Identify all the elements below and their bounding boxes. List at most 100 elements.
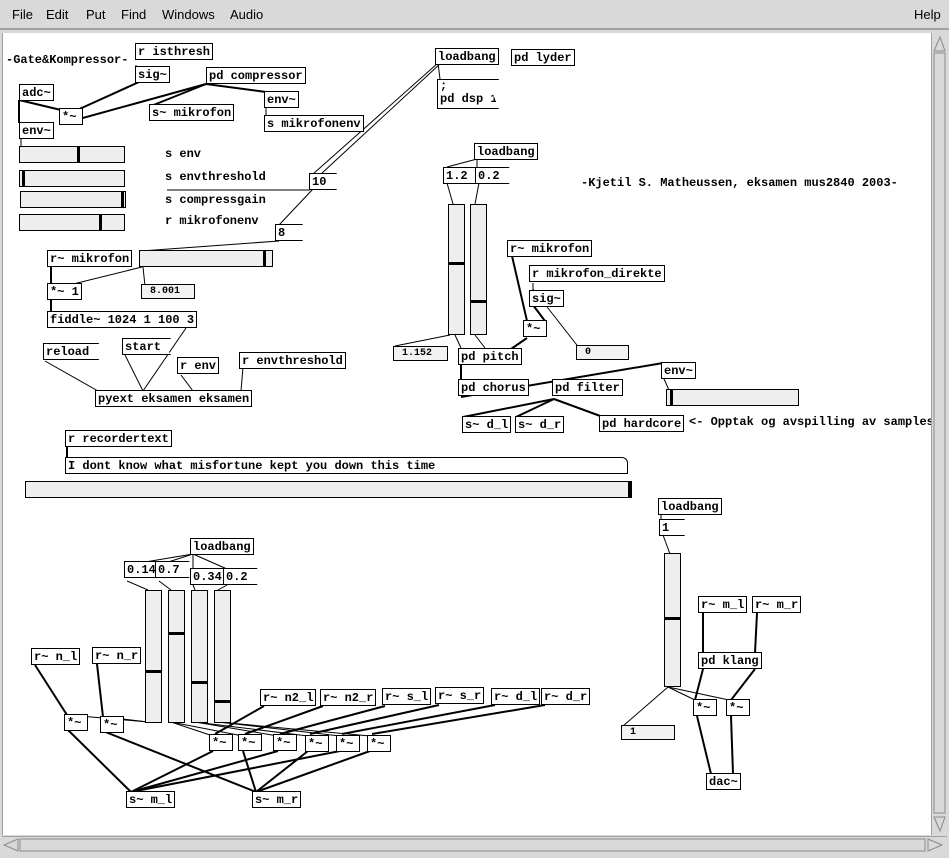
object-sig[interactable]: sig~ <box>135 66 170 83</box>
slider-knob[interactable] <box>669 390 673 405</box>
message-1-2[interactable]: 1.2 <box>443 167 478 184</box>
object-r-n-l[interactable]: r~ n_l <box>31 648 81 665</box>
vslider-mix-2[interactable] <box>168 590 185 723</box>
slider-knob[interactable] <box>76 147 80 162</box>
message-dsp-on[interactable]: ;pd dsp 1 <box>437 79 499 109</box>
message-0-34[interactable]: 0.34 <box>190 568 232 585</box>
object-r-isthresh[interactable]: r isthresh <box>135 43 214 60</box>
object-s-mikrofonenv[interactable]: s mikrofonenv <box>264 115 364 132</box>
object-s-m-l[interactable]: s~ m_l <box>126 791 176 808</box>
object-multiply[interactable]: *~ <box>100 716 124 733</box>
vslider-mix-4[interactable] <box>214 590 231 723</box>
object-r-m-r[interactable]: r~ m_r <box>752 596 802 613</box>
menu-file[interactable]: File <box>12 7 33 22</box>
menu-audio[interactable]: Audio <box>230 7 264 22</box>
object-loadbang[interactable]: loadbang <box>474 143 538 160</box>
object-r-env[interactable]: r env <box>177 357 220 374</box>
object-multiply[interactable]: *~ <box>367 735 391 752</box>
object-multiply[interactable]: *~ <box>336 735 360 752</box>
slider-knob[interactable] <box>628 482 631 497</box>
slider-knob[interactable] <box>120 192 124 207</box>
object-loadbang[interactable]: loadbang <box>190 538 254 555</box>
object-multiply[interactable]: *~ <box>305 735 329 752</box>
message-0-7[interactable]: 0.7 <box>155 561 190 578</box>
message-1[interactable]: 1 <box>659 519 685 536</box>
object-multiply[interactable]: *~ <box>59 108 83 125</box>
hslider-compressgain[interactable] <box>20 191 126 208</box>
message-0-2[interactable]: 0.2 <box>475 167 510 184</box>
object-multiply[interactable]: *~ <box>238 734 262 751</box>
slider-knob[interactable] <box>98 215 102 230</box>
number-box-1[interactable]: 1 <box>621 725 675 740</box>
hslider-envthreshold[interactable] <box>19 170 125 187</box>
vslider-pitch-1[interactable] <box>448 204 465 335</box>
object-s-d-r[interactable]: s~ d_r <box>515 416 565 433</box>
object-r-mikrofon-direkte[interactable]: r mikrofon_direkte <box>529 265 665 282</box>
object-multiply[interactable]: *~ <box>523 320 547 337</box>
vslider-master[interactable] <box>664 553 681 687</box>
object-loadbang[interactable]: loadbang <box>435 48 499 65</box>
message-start[interactable]: start <box>122 338 171 355</box>
menu-find[interactable]: Find <box>121 7 147 22</box>
object-pd-compressor[interactable]: pd compressor <box>206 67 306 84</box>
object-r-n-r[interactable]: r~ n_r <box>92 647 142 664</box>
object-pd-klang[interactable]: pd klang <box>698 652 762 669</box>
object-pd-hardcore[interactable]: pd hardcore <box>599 415 685 432</box>
object-r-mikrofon[interactable]: r~ mikrofon <box>47 250 133 267</box>
menu-windows[interactable]: Windows <box>162 7 215 22</box>
object-pd-lyder[interactable]: pd lyder <box>511 49 575 66</box>
number-box-8-001[interactable]: 8.001 <box>141 284 195 299</box>
vslider-pitch-2[interactable] <box>470 204 487 335</box>
menu-help[interactable]: Help <box>914 7 941 22</box>
message-recorder-text[interactable]: I dont know what misfortune kept you dow… <box>65 457 628 474</box>
object-r-s-r[interactable]: r~ s_r <box>435 687 485 704</box>
object-pd-chorus[interactable]: pd chorus <box>458 379 529 396</box>
object-multiply-1[interactable]: *~ 1 <box>47 283 82 300</box>
object-multiply[interactable]: *~ <box>693 699 717 716</box>
object-s-mikrofon[interactable]: s~ mikrofon <box>149 104 235 121</box>
object-multiply[interactable]: *~ <box>726 699 750 716</box>
number-box-10[interactable]: 10 <box>309 173 337 190</box>
hslider-mikrofon-meter[interactable] <box>139 250 273 267</box>
number-box-0[interactable]: 0 <box>576 345 629 360</box>
object-r-d-l[interactable]: r~ d_l <box>491 688 541 705</box>
object-adc[interactable]: adc~ <box>19 84 54 101</box>
vertical-scrollbar[interactable] <box>931 33 947 835</box>
object-multiply[interactable]: *~ <box>209 734 233 751</box>
object-r-recordertext[interactable]: r recordertext <box>65 430 172 447</box>
message-reload[interactable]: reload <box>43 343 99 360</box>
object-r-m-l[interactable]: r~ m_l <box>698 596 748 613</box>
slider-knob[interactable] <box>471 299 486 303</box>
object-multiply[interactable]: *~ <box>64 714 88 731</box>
slider-knob[interactable] <box>169 631 184 635</box>
object-fiddle[interactable]: fiddle~ 1024 1 100 3 <box>47 311 198 328</box>
object-pd-filter[interactable]: pd filter <box>552 379 623 396</box>
slider-knob[interactable] <box>192 680 207 684</box>
object-env[interactable]: env~ <box>19 122 54 139</box>
vslider-mix-1[interactable] <box>145 590 162 723</box>
object-r-d-r[interactable]: r~ d_r <box>541 688 591 705</box>
hslider-env[interactable] <box>19 146 125 163</box>
object-s-d-l[interactable]: s~ d_l <box>462 416 512 433</box>
object-loadbang[interactable]: loadbang <box>658 498 722 515</box>
slider-knob[interactable] <box>449 261 464 265</box>
hslider-recorder[interactable] <box>25 481 632 498</box>
object-dac[interactable]: dac~ <box>706 773 741 790</box>
slider-knob[interactable] <box>262 251 266 266</box>
menu-edit[interactable]: Edit <box>46 7 69 22</box>
object-sig[interactable]: sig~ <box>529 290 564 307</box>
horizontal-scrollbar[interactable] <box>2 836 947 853</box>
object-s-m-r[interactable]: s~ m_r <box>252 791 302 808</box>
object-multiply[interactable]: *~ <box>273 734 297 751</box>
object-r-n2-l[interactable]: r~ n2_l <box>260 689 317 706</box>
hslider-env-meter[interactable] <box>666 389 799 406</box>
slider-knob[interactable] <box>146 670 161 674</box>
object-env[interactable]: env~ <box>264 91 299 108</box>
object-pyext[interactable]: pyext eksamen eksamen <box>95 390 253 407</box>
number-box-8[interactable]: 8 <box>275 224 303 241</box>
number-box-1-152[interactable]: 1.152 <box>393 346 448 361</box>
object-pd-pitch[interactable]: pd pitch <box>458 348 522 365</box>
object-r-n2-r[interactable]: r~ n2_r <box>320 689 377 706</box>
slider-knob[interactable] <box>665 617 680 621</box>
object-r-mikrofon[interactable]: r~ mikrofon <box>507 240 593 257</box>
